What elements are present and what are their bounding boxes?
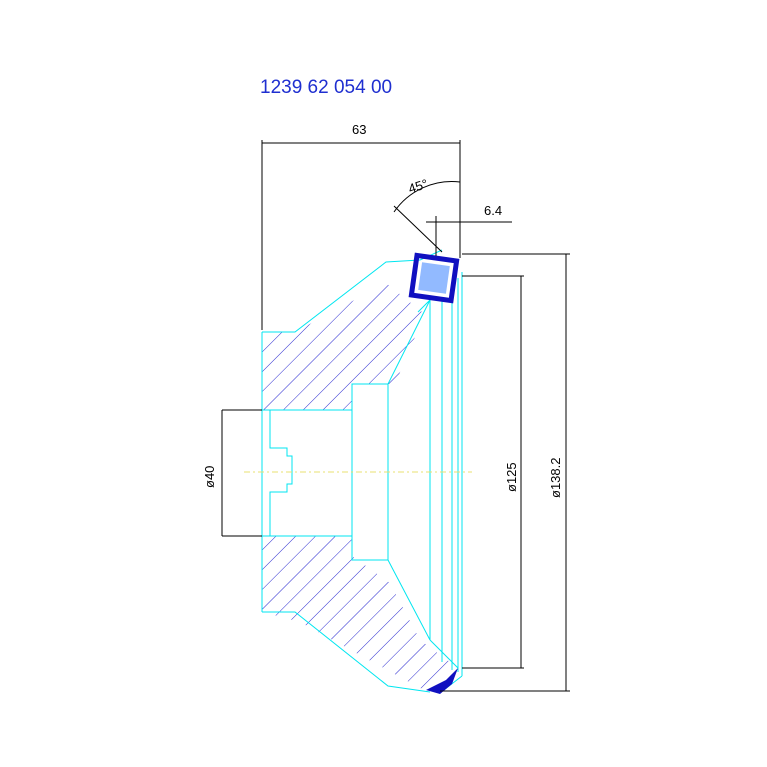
dimension-bore-diameter: ø40 [202,409,262,537]
dimension-overall-width-label: 63 [352,122,366,137]
dimension-outer-diameter-label: ø138.2 [548,458,563,498]
dimension-bore-diameter-label: ø40 [202,466,217,488]
hatched-section-lower [262,536,458,693]
dimension-chamfer-angle: 45° [393,176,461,253]
dimension-inner-diameter: ø125 [462,275,524,669]
dimension-outer-diameter: ø138.2 [440,253,570,692]
diamond-coating-lower [426,668,458,694]
part-number: 1239 62 054 00 [260,77,392,98]
diamond-coating-upper [408,252,460,304]
dimension-inner-diameter-label: ø125 [504,462,519,492]
hatched-section-upper [262,283,422,410]
dimension-chamfer-offset: 6.4 [426,203,512,256]
dimension-overall-width: 63 [261,122,461,330]
dimension-chamfer-offset-label: 6.4 [484,203,502,218]
dimension-chamfer-angle-label: 45° [406,176,429,196]
